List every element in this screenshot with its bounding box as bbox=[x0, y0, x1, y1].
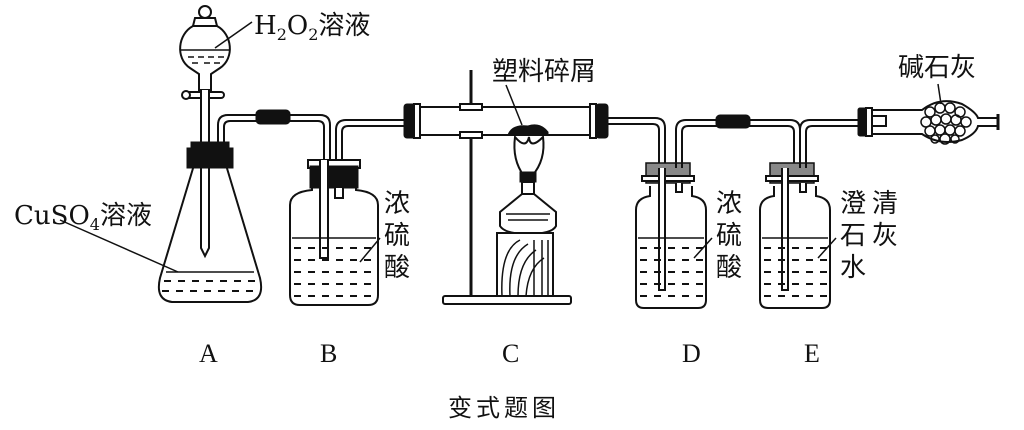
label-b-acid-1: 浓 bbox=[384, 189, 410, 219]
flask-liquid bbox=[162, 280, 260, 292]
label-e-lime-2: 清 bbox=[872, 189, 898, 219]
apparatus-a bbox=[59, 5, 331, 303]
label-d-acid-2: 硫 bbox=[716, 221, 742, 251]
bottle-b bbox=[289, 178, 379, 306]
label-b: B bbox=[320, 339, 337, 368]
wood-grain bbox=[501, 239, 549, 297]
rubber-connector-de bbox=[715, 114, 751, 129]
rubber-connector-ab bbox=[255, 109, 291, 125]
label-e-lime-1: 澄 bbox=[840, 189, 866, 219]
d-acid-pointer bbox=[693, 237, 713, 259]
label-soda-lime: 碱石灰 bbox=[898, 53, 976, 83]
label-e: E bbox=[804, 339, 820, 368]
soda-lime-granules bbox=[920, 102, 972, 145]
flask-stopper-top bbox=[190, 141, 230, 150]
funnel-stopper-knob bbox=[198, 5, 212, 19]
funnel-stem-inner bbox=[200, 165, 210, 259]
bottle-e-outlet-stub bbox=[799, 183, 807, 193]
tube-c-left-cap bbox=[413, 103, 421, 139]
label-cuso4: CuSO4溶液 bbox=[14, 201, 152, 234]
funnel-stopper bbox=[191, 17, 219, 27]
label-e-lime-4: 灰 bbox=[872, 221, 898, 251]
wooden-block bbox=[496, 232, 554, 297]
clamp-top bbox=[459, 103, 483, 111]
apparatus-e bbox=[759, 119, 862, 309]
label-d: D bbox=[682, 339, 701, 368]
tube-e-tube bbox=[799, 119, 862, 168]
funnel-liquid bbox=[188, 56, 224, 64]
bottle-b-outlet-stub bbox=[334, 188, 344, 199]
label-h2o2: H2O2溶液 bbox=[254, 11, 370, 44]
stopcock-handle bbox=[181, 90, 191, 100]
bottle-d-neck-ring bbox=[641, 175, 695, 182]
label-plastic: 塑料碎屑 bbox=[492, 57, 596, 87]
label-a: A bbox=[199, 339, 218, 368]
apparatus-d bbox=[635, 114, 801, 309]
tube-b-c bbox=[335, 119, 405, 160]
lamp-neck bbox=[521, 181, 535, 195]
apparatus-b bbox=[289, 119, 405, 306]
label-e-lime-5: 水 bbox=[840, 253, 866, 283]
apparatus-c bbox=[403, 70, 666, 305]
bottle-b-inlet bbox=[319, 160, 329, 259]
bottle-e-neck-ring bbox=[765, 175, 819, 182]
e-lime-pointer bbox=[817, 237, 837, 259]
cuso4-pointer bbox=[59, 219, 179, 273]
bottle-e-liquid bbox=[764, 247, 828, 297]
tube-c-d bbox=[608, 117, 666, 168]
figure-caption: 变式题图 bbox=[448, 394, 560, 422]
bottle-b-stopper bbox=[309, 165, 359, 189]
clamp-bottom bbox=[459, 131, 483, 139]
tube-c-right-stopper bbox=[595, 103, 609, 139]
plastic-pointer bbox=[505, 84, 523, 126]
label-d-acid-1: 浓 bbox=[716, 189, 742, 219]
bottle-d-outlet-stub bbox=[675, 183, 683, 193]
plastic-scraps bbox=[507, 124, 549, 136]
tube-c-right-cap bbox=[589, 103, 597, 139]
label-b-acid-3: 酸 bbox=[384, 253, 410, 283]
label-d-acid-3: 酸 bbox=[716, 253, 742, 283]
separatory-funnel bbox=[179, 25, 231, 91]
lamp-wick-holder bbox=[519, 171, 537, 183]
soda-lime-pointer bbox=[937, 83, 942, 105]
combustion-tube bbox=[417, 106, 599, 136]
iron-stand-base bbox=[442, 295, 572, 305]
flask-stopper bbox=[186, 147, 234, 169]
flame bbox=[513, 134, 545, 177]
label-e-lime-3: 石 bbox=[840, 221, 866, 251]
label-c: C bbox=[502, 339, 519, 368]
b-acid-pointer bbox=[359, 237, 381, 263]
bottle-d-liquid bbox=[640, 247, 704, 297]
lamp-alcohol bbox=[506, 213, 550, 221]
label-b-acid-2: 硫 bbox=[384, 221, 410, 251]
drying-tube-inner bbox=[871, 115, 887, 127]
h2o2-pointer bbox=[214, 21, 253, 49]
drying-tube bbox=[857, 83, 1000, 145]
